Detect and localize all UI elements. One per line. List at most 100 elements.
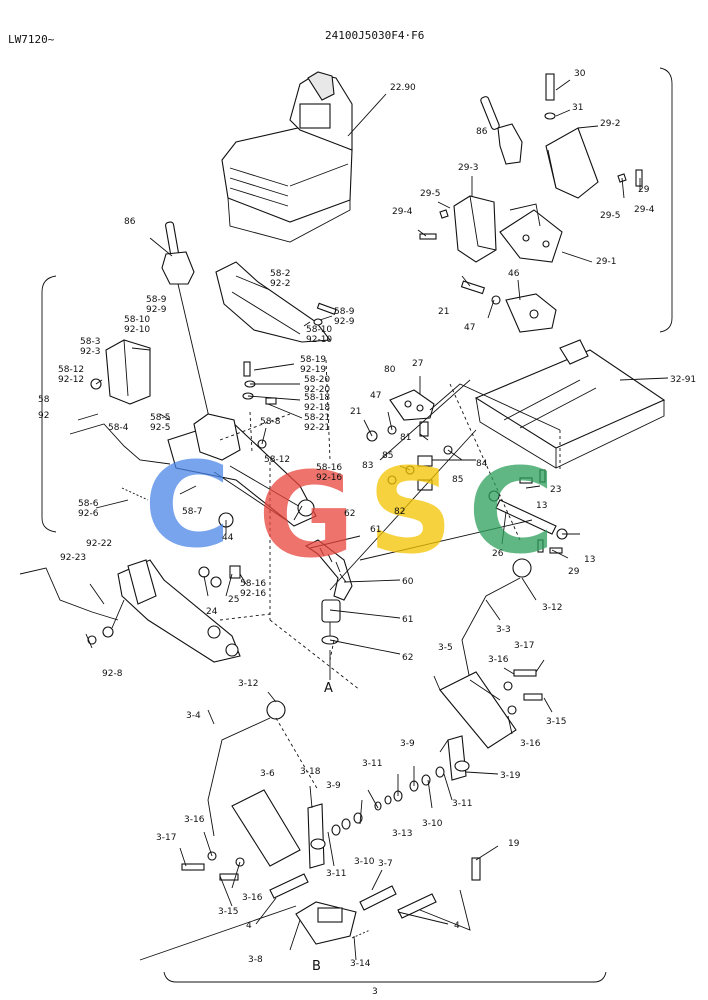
watermark-letter-1: C	[144, 436, 231, 574]
callout-21b: 21	[350, 407, 361, 417]
marker-a: A	[324, 681, 333, 696]
callout-3-10b: 3-10	[354, 857, 375, 867]
group-29-bracket	[659, 67, 673, 333]
callout-62b: 62	[402, 653, 413, 663]
right-lever-86	[480, 96, 523, 165]
callout-3-3: 3-3	[496, 625, 511, 635]
callout-4a: 4	[246, 921, 252, 931]
rod-58-4	[69, 423, 171, 501]
callout-58-19: 58-19	[300, 355, 326, 365]
pedal-frame-58-7	[167, 413, 317, 528]
callout-46: 46	[508, 269, 520, 279]
boot-58-2	[215, 261, 332, 343]
callout-29-3: 29-3	[458, 163, 478, 173]
callout-29-5a: 29-5	[420, 189, 440, 199]
cover-29-2	[545, 127, 599, 199]
callout-92-3: 92-3	[80, 347, 100, 357]
callout-92-19: 92-19	[300, 365, 326, 375]
group-3-bracket	[163, 971, 607, 983]
callout-47a: 47	[464, 323, 475, 333]
callout-3-9b: 3-9	[326, 781, 341, 791]
callout-25: 25	[228, 595, 239, 605]
callout-92-16a: 92-16	[316, 473, 342, 483]
callout-58-10b: 58-10	[306, 325, 332, 335]
cover-29-3	[453, 195, 497, 263]
callout-3-19: 3-19	[500, 771, 521, 781]
callout-32-91: 32-91	[670, 375, 696, 385]
callout-3-13: 3-13	[392, 829, 412, 839]
callout-60: 60	[402, 577, 414, 587]
callout-31: 31	[572, 103, 583, 113]
callout-44: 44	[222, 533, 234, 543]
callout-86-left: 86	[124, 217, 136, 227]
callout-58-8: 58-8	[260, 417, 281, 427]
callout-62a: 62	[344, 509, 355, 519]
callout-3-15a: 3-15	[546, 717, 566, 727]
callout-3-16d: 3-16	[242, 893, 263, 903]
callout-3-12b: 3-12	[238, 679, 258, 689]
shaft-assembly	[307, 735, 470, 869]
pedal-3-4-assembly	[181, 700, 301, 881]
callout-82: 82	[394, 507, 405, 517]
pedal-3-5-assembly	[439, 558, 543, 749]
model-label: LW7120~	[8, 33, 55, 46]
callout-3-18: 3-18	[300, 767, 321, 777]
drawing-number: 24100J5030F4·F6	[325, 29, 425, 42]
callout-24: 24	[206, 607, 218, 617]
callout-58-16a: 58-16	[316, 463, 342, 473]
callout-3-5: 3-5	[438, 643, 453, 653]
callout-58-6: 58-6	[78, 499, 99, 509]
callout-29-4a: 29-4	[392, 207, 413, 217]
callout-29-1: 29-1	[596, 257, 616, 267]
callout-3-16c: 3-16	[184, 815, 205, 825]
callout-58-10a: 58-10	[124, 315, 150, 325]
callout-81: 81	[400, 433, 411, 443]
callout-58-9b: 58-9	[334, 307, 355, 317]
callout-29-2: 29-2	[600, 119, 620, 129]
callout-58-5: 58-5	[150, 413, 170, 423]
callout-47b: 47	[370, 391, 381, 401]
group-58-92-bracket	[41, 275, 57, 533]
callout-92-16b: 92-16	[240, 589, 266, 599]
callout-3-17a: 3-17	[514, 641, 534, 651]
callout-3-12a: 3-12	[542, 603, 562, 613]
watermark-letter-3: S	[368, 442, 453, 580]
callout-58-16b: 58-16	[240, 579, 266, 589]
damper-26	[488, 469, 568, 554]
callout-58-18: 58-18	[304, 393, 330, 403]
callout-3-8: 3-8	[248, 955, 263, 965]
marker-b: B	[312, 959, 321, 974]
platform-32-91	[474, 339, 666, 469]
watermark: C G S C	[144, 436, 555, 584]
callout-19: 19	[508, 839, 520, 849]
callout-58-21: 58-21	[304, 413, 330, 423]
callout-92-6: 92-6	[78, 509, 99, 519]
callout-group-58: 58	[38, 395, 50, 405]
callout-92-8: 92-8	[102, 669, 123, 679]
watermark-letter-2: G	[258, 446, 355, 584]
callout-58-12a: 58-12	[58, 365, 84, 375]
callout-92-5: 92-5	[150, 423, 170, 433]
callout-85a: 85	[382, 451, 393, 461]
callout-61a: 61	[370, 525, 381, 535]
callout-3-16a: 3-16	[488, 655, 509, 665]
callout-58-9a: 58-9	[146, 295, 167, 305]
callout-13a: 13	[536, 501, 547, 511]
callout-3-11c: 3-11	[326, 869, 346, 879]
callout-92-22: 92-22	[86, 539, 112, 549]
bracket-46	[460, 280, 557, 333]
callout-group-3: 3	[372, 987, 378, 997]
callout-3-17b: 3-17	[156, 833, 176, 843]
callout-61b: 61	[402, 615, 413, 625]
pedal-frame-92-22	[19, 559, 241, 663]
callout-27: 27	[412, 359, 423, 369]
callout-3-14: 3-14	[350, 959, 371, 969]
callout-58-20: 58-20	[304, 375, 330, 385]
callout-13b: 13	[584, 555, 595, 565]
callout-92-20: 92-20	[304, 385, 330, 395]
callout-92-12a: 92-12	[58, 375, 84, 385]
callout-group-92: 92	[38, 411, 49, 421]
callout-4b: 4	[454, 921, 460, 931]
